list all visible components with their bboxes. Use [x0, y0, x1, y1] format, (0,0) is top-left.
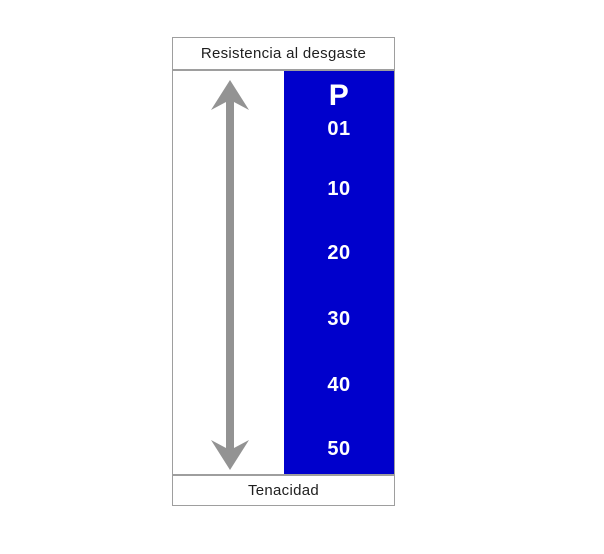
grade-value: 50 — [327, 438, 351, 460]
wear-resistance-label: Resistencia al desgaste — [173, 38, 394, 71]
grade-value: 10 — [327, 178, 351, 200]
grade-band: P 01 10 20 30 40 50 — [284, 71, 394, 474]
grade-value: 30 — [327, 308, 351, 330]
grade-value: 01 — [327, 118, 351, 140]
grade-value: 40 — [327, 374, 351, 396]
toughness-label: Tenacidad — [173, 474, 394, 505]
double-headed-vertical-arrow-icon — [211, 80, 249, 470]
grade-scale-diagram: Resistencia al desgaste P 01 10 20 30 40… — [172, 37, 395, 506]
grade-letter: P — [328, 79, 350, 112]
grade-value: 20 — [327, 242, 351, 264]
